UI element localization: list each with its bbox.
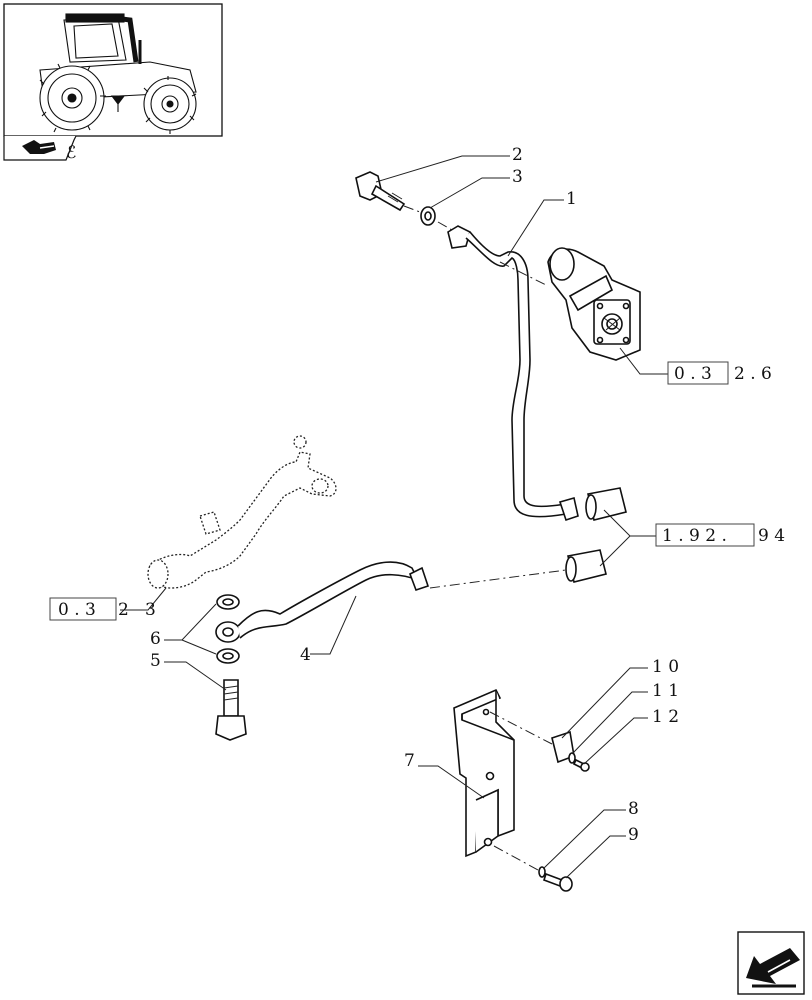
- next-page-arrow-icon[interactable]: [746, 948, 800, 988]
- pipe-part-1: [447, 225, 579, 522]
- washer-part-6-lower: [216, 648, 240, 664]
- part-label-1: 1: [566, 189, 577, 209]
- hose-sleeve-lower: [565, 549, 607, 583]
- reference-boxed-19294: 1 . 9 2 .: [662, 526, 727, 546]
- reference-rest-0326: 2 . 6: [734, 364, 772, 384]
- tractor-icon: [39, 13, 197, 134]
- prev-page-arrow-icon[interactable]: [22, 140, 56, 154]
- part-label-4: 4: [300, 645, 311, 665]
- pipe-part-4: [215, 561, 430, 643]
- svg-text:ℰ: ℰ: [66, 143, 76, 163]
- part-label-8: 8: [628, 799, 639, 819]
- reference-callout-0326[interactable]: 0 . 3 2 . 6: [667, 361, 772, 385]
- reference-boxed-0323: 0 . 3: [58, 600, 96, 620]
- part-labels: 2 3 1 4 5 6 7 8 9 1 0 1 1 1 2: [150, 145, 679, 845]
- thermostat-housing: [547, 247, 641, 361]
- washer-part-11: [568, 752, 576, 764]
- part-label-7: 7: [404, 751, 415, 771]
- part-label-3: 3: [512, 167, 523, 187]
- washer-part-6-upper: [216, 594, 240, 610]
- tractor-thumbnail: ℰ: [3, 3, 223, 163]
- washer-part-8: [538, 866, 546, 878]
- part-label-9: 9: [628, 825, 639, 845]
- reference-boxed-0326: 0 . 3: [674, 364, 712, 384]
- copper-washer-part-3: [420, 206, 436, 226]
- part-label-10: 1 0: [652, 657, 679, 677]
- reference-rest-0323: 2 3: [118, 600, 156, 620]
- part-label-11: 1 1: [652, 681, 679, 701]
- banjo-bolt-part-2: [355, 171, 406, 212]
- leader-lines: [120, 155, 668, 879]
- part-label-2: 2: [512, 145, 523, 165]
- next-page-nav[interactable]: [737, 931, 805, 995]
- part-label-6: 6: [150, 629, 161, 649]
- reference-callout-0323[interactable]: 0 . 3 2 3: [49, 597, 156, 621]
- screw-part-9: [542, 872, 573, 892]
- bracket-part-7: [453, 688, 515, 858]
- hose-sleeve-upper: [585, 487, 627, 521]
- reference-rest-19294: 9 4: [758, 526, 785, 546]
- part-label-5: 5: [150, 651, 161, 671]
- banjo-bolt-part-5: [215, 679, 247, 741]
- part-label-12: 1 2: [652, 707, 679, 727]
- ghost-pipe-ref-0323: [147, 435, 337, 589]
- reference-callout-19294[interactable]: 1 . 9 2 . 9 4: [655, 523, 785, 547]
